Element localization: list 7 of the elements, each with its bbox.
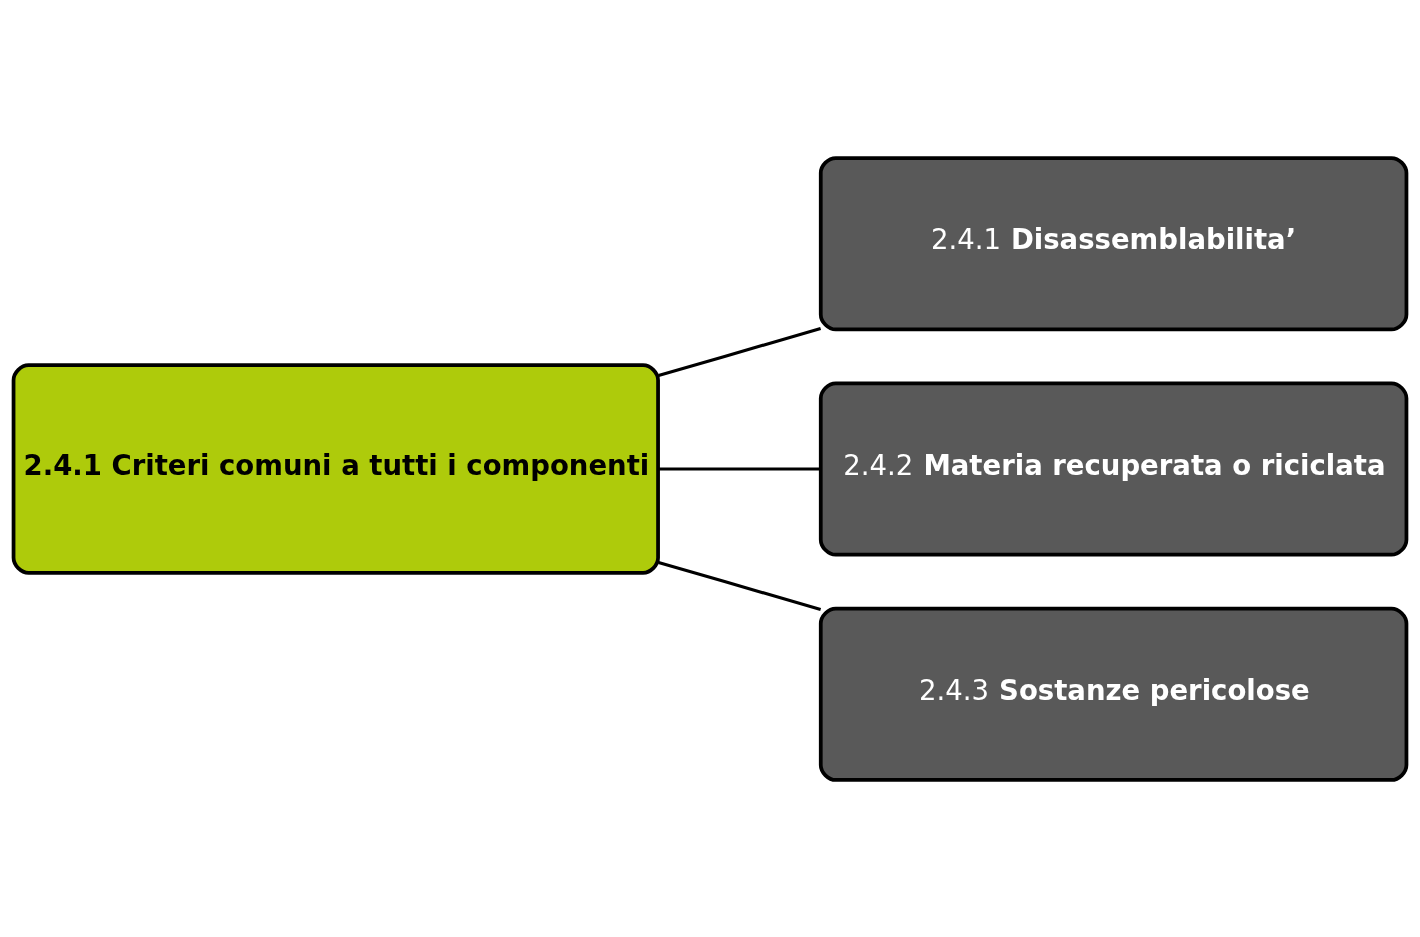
connector [658, 326, 822, 377]
connector [658, 560, 822, 611]
node-box: 2.4.1 Disassemblabilita’ [818, 155, 1409, 331]
node-box: 2.4.1 Criteri comuni a tutti i componenti [11, 362, 660, 575]
connector [658, 466, 821, 471]
node-box: 2.4.3 Sostanze pericolose [818, 606, 1409, 782]
node-box: 2.4.2 Materia recuperata o riciclata [818, 380, 1409, 557]
